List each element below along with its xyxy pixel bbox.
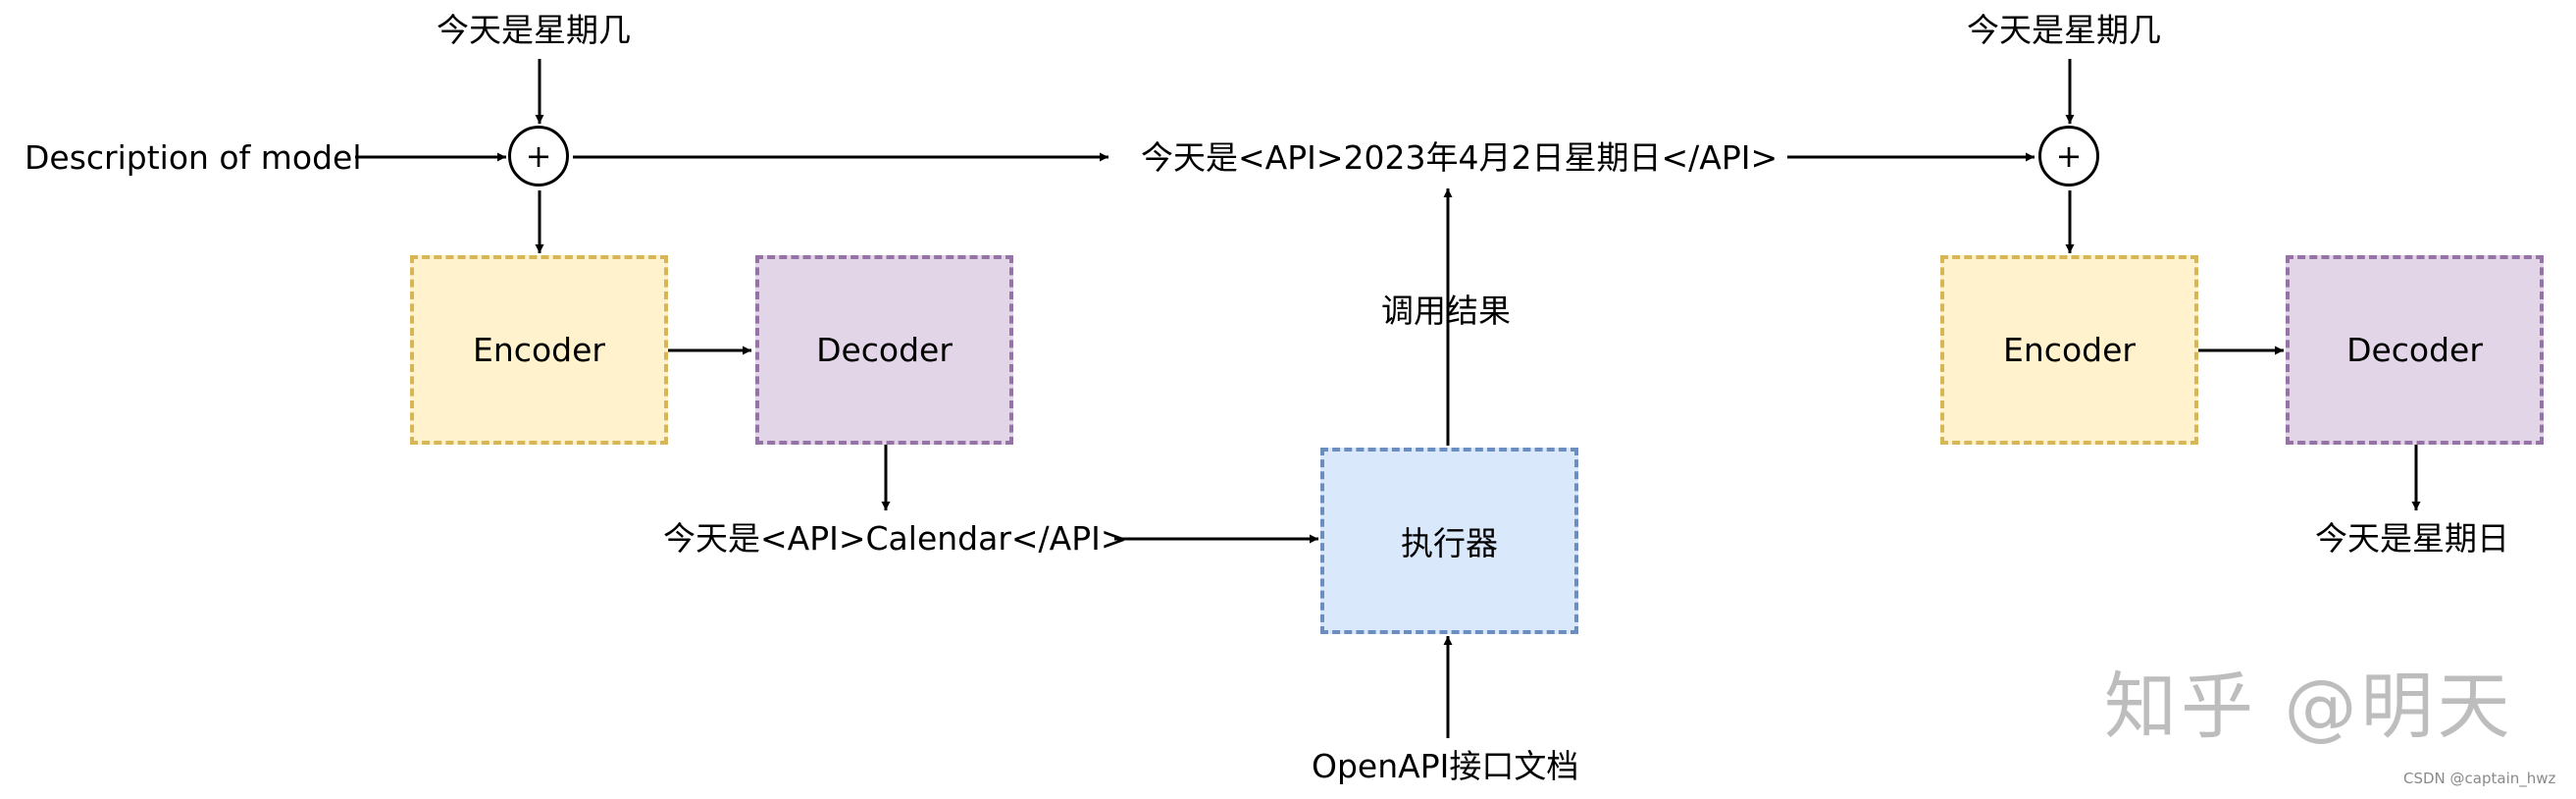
- executor-box: 执行器: [1320, 448, 1578, 634]
- right-query-label: 今天是星期几: [1967, 11, 2161, 49]
- left-query-label: 今天是星期几: [437, 11, 631, 49]
- api-result-label: 今天是<API>2023年4月2日星期日</API>: [1141, 138, 1778, 177]
- call-result-label: 调用结果: [1381, 292, 1511, 330]
- left-encoder-box: Encoder: [410, 255, 668, 445]
- openapi-doc-label: OpenAPI接口文档: [1312, 747, 1579, 785]
- zhihu-watermark: 知乎 @明天: [2104, 665, 2514, 749]
- right-plus-node: +: [2038, 126, 2099, 186]
- description-label: Description of model: [25, 138, 362, 177]
- api-call-label: 今天是<API>Calendar</API>: [663, 519, 1128, 558]
- right-encoder-box: Encoder: [1940, 255, 2198, 445]
- csdn-watermark: CSDN @captain_hwz: [2403, 770, 2556, 787]
- final-output-label: 今天是星期日: [2315, 519, 2509, 558]
- left-plus-node: +: [508, 126, 569, 186]
- right-decoder-box: Decoder: [2286, 255, 2544, 445]
- left-decoder-box: Decoder: [755, 255, 1013, 445]
